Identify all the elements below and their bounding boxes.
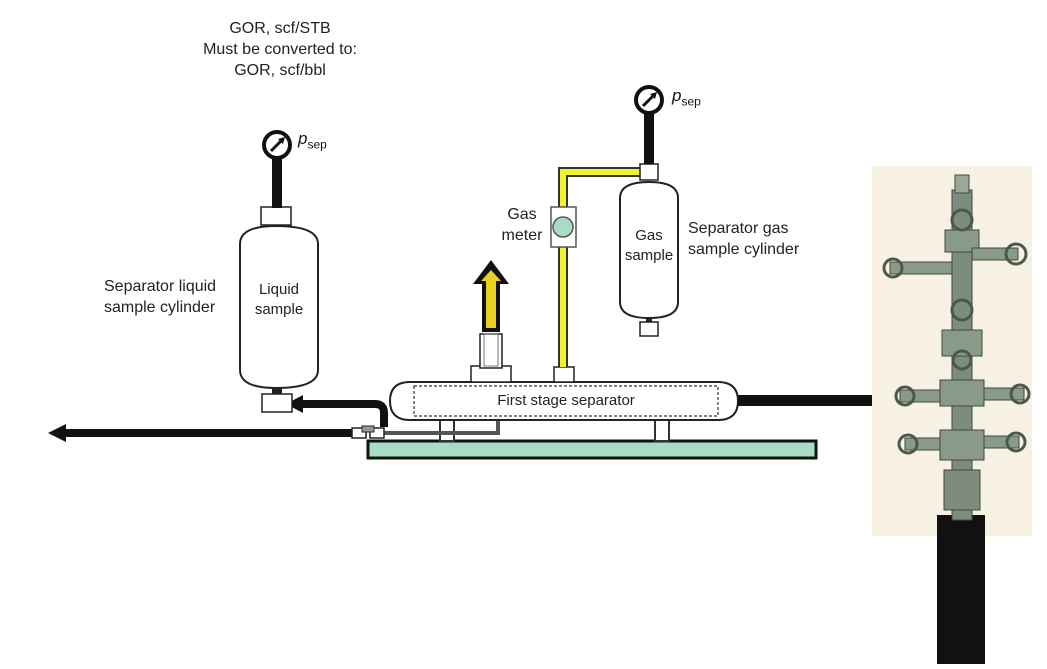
psep-subscript: sep [681,94,700,108]
gas-meter-line2: meter [496,225,548,246]
gas-meter-line1: Gas [496,204,548,225]
gas-vessel-text: Gas sample [620,218,678,274]
gor-note: GOR, scf/STB Must be converted to: GOR, … [150,18,410,81]
gas-sample-nozzle [554,367,574,382]
liquid-vessel-line2: sample [255,300,303,320]
liquid-outlet-pipe [48,424,362,442]
psep-subscript: sep [307,137,326,151]
gas-caption-line2: sample cylinder [688,239,799,260]
liquid-vessel-text: Liquid sample [240,270,318,330]
gas-vessel-line2: sample [625,246,673,266]
wellhead-christmas-tree [872,166,1032,664]
gas-caption-line1: Separator gas [688,218,799,239]
separator-drain-line [378,420,498,433]
liquid-cylinder-caption: Separator liquid sample cylinder [104,276,216,318]
gor-note-line1: GOR, scf/STB [150,18,410,39]
liquid-vessel-line1: Liquid [259,280,299,300]
gas-cylinder-caption: Separator gas sample cylinder [688,218,799,260]
gas-vessel-line1: Gas [635,226,663,246]
separator-base-plate [368,441,816,458]
liquid-caption-line1: Separator liquid [104,276,216,297]
gas-meter [551,207,576,247]
liquid-sample-line [300,404,384,427]
liquid-pressure-gauge [264,132,290,208]
well-casing [937,515,985,664]
gas-vent-arrow [473,260,509,332]
wellhead-inlet-pipe [738,395,894,406]
gor-note-line2: Must be converted to: [150,39,410,60]
liquid-caption-line2: sample cylinder [104,297,216,318]
liquid-psep-label: psep [298,129,327,151]
gas-vent-nozzle [471,334,511,382]
gas-meter-label: Gas meter [496,204,548,246]
gas-pressure-gauge [636,87,662,164]
outlet-arrowhead [48,424,66,442]
outlet-valve [352,426,384,438]
gas-psep-label: psep [672,86,701,108]
separator-label: First stage separator [414,390,718,411]
gor-note-line3: GOR, scf/bbl [150,60,410,81]
